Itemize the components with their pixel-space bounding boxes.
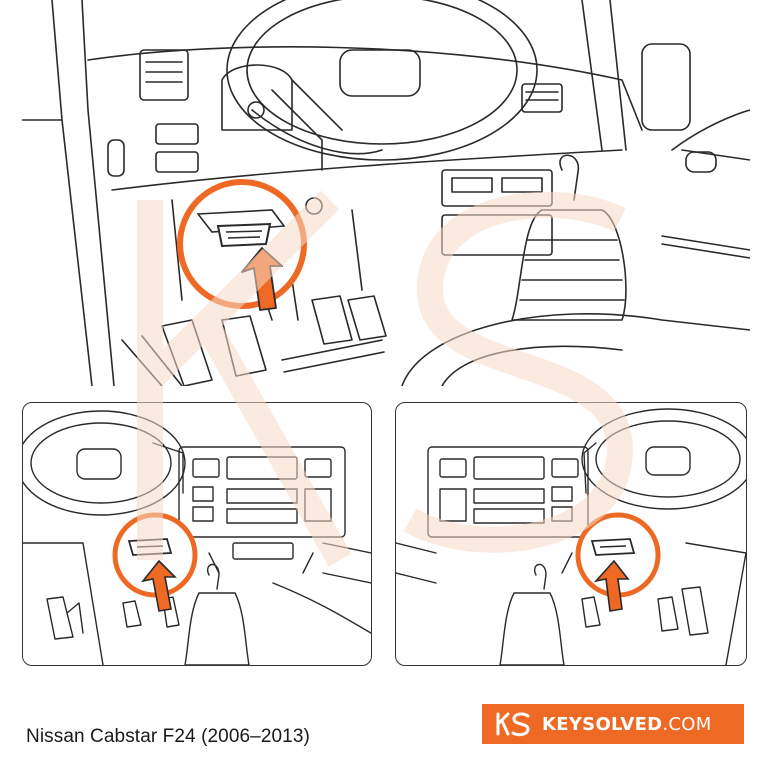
dashboard-drawing-right [396, 408, 746, 665]
brand-name: KEYSOLVED [542, 713, 663, 735]
vehicle-caption: Nissan Cabstar F24 (2006–2013) [26, 726, 310, 747]
ks-logo-icon [496, 712, 530, 737]
brand-tld: .COM [662, 713, 712, 735]
dashboard-drawing-main [22, 0, 750, 386]
obd-highlight-main [177, 179, 307, 311]
dashboard-drawing-left [23, 410, 371, 665]
left-hand-drive-panel [22, 402, 372, 666]
obd-highlight-left [112, 512, 198, 612]
right-hand-drive-panel [395, 402, 747, 666]
main-illustration [22, 0, 750, 386]
obd-highlight-right [575, 512, 661, 612]
keysolved-brand-badge[interactable]: KEYSOLVED.COM [482, 704, 744, 744]
